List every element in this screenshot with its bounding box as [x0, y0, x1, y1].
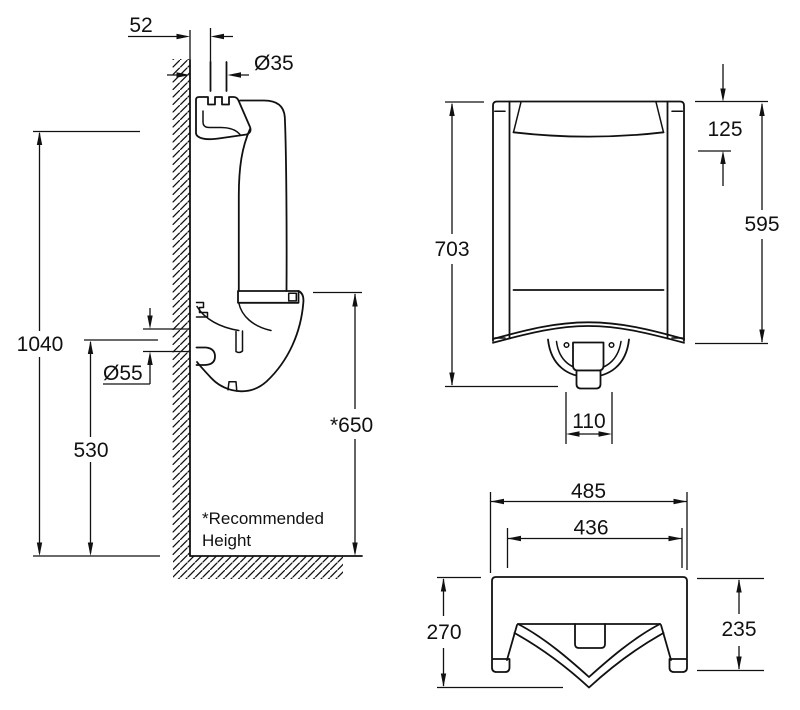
- dim-overall-width: 485: [489, 480, 688, 573]
- dim-outlet-height-label: 530: [73, 439, 108, 462]
- dim-outlet-diameter: Ø55: [103, 308, 188, 385]
- front-view: 703 125 595 110: [434, 64, 780, 444]
- note-line-1: *Recommended: [202, 509, 324, 528]
- dim-overall-depth: 270: [426, 576, 563, 689]
- plan-foot-left: [491, 658, 511, 673]
- dim-overall-height-label: 1040: [17, 333, 64, 356]
- body-inner-wall: [237, 128, 251, 292]
- front-side-panels: [508, 100, 669, 340]
- plan-drain-square: [574, 623, 606, 649]
- front-rim-curve: [512, 131, 665, 138]
- outlet-opening: [195, 346, 216, 366]
- bowl-inner-curve-front: [238, 302, 272, 332]
- dim-outlet-width: 110: [565, 392, 613, 444]
- dim-side-depth-label: 235: [721, 618, 756, 641]
- dim-wall-offset-label: 52: [129, 14, 152, 37]
- dim-inner-width-label: 436: [573, 517, 608, 540]
- dim-side-height-label: 595: [744, 213, 779, 236]
- drain-slot: [235, 330, 244, 354]
- dim-front-height-label: 703: [434, 238, 469, 261]
- wall-hatch: [172, 59, 190, 556]
- front-side-dashes: [494, 110, 684, 339]
- front-top-bevels: [512, 101, 665, 134]
- front-outer-outline: [492, 100, 685, 342]
- plan-outer-outline: [491, 576, 688, 659]
- dim-overall-width-label: 485: [571, 480, 606, 503]
- trap-screw-left: [563, 341, 570, 349]
- dim-inlet-diameter-label: Ø35: [254, 52, 294, 75]
- dim-front-height: 703: [434, 101, 558, 388]
- trap-screw-right: [608, 341, 615, 349]
- outlet-stub-lower: [575, 369, 602, 390]
- dim-top-inset: 125: [695, 64, 768, 186]
- front-skirt-curve-outer: [492, 325, 685, 344]
- spreader-channel: [202, 110, 241, 136]
- dim-top-inset-label: 125: [707, 118, 742, 141]
- dim-rim-height-label: *650: [330, 414, 373, 437]
- bowl-bottom-notch: [227, 381, 238, 392]
- dim-outlet-height: 530: [73, 339, 158, 556]
- outlet-stub-upper: [572, 341, 605, 372]
- dim-outlet-diameter-label: Ø55: [103, 362, 143, 385]
- dim-inlet-diameter: Ø35: [167, 52, 294, 78]
- note-line-2: Height: [202, 531, 251, 550]
- dim-side-depth: 235: [697, 577, 764, 672]
- dim-side-height: 595: [695, 102, 780, 345]
- urinal-plan-outline: [491, 576, 688, 689]
- dim-wall-offset: 52: [128, 14, 233, 62]
- plan-foot-right: [668, 658, 688, 673]
- front-skirt-curve-inner: [492, 321, 685, 340]
- side-view: 52 Ø35 1040 530 Ø55: [17, 14, 373, 579]
- dim-overall-height: 1040: [17, 130, 160, 557]
- plan-v-curve-inner: [517, 623, 661, 678]
- bowl-outer-profile: [196, 290, 305, 393]
- urinal-front-outline: [492, 100, 685, 390]
- urinal-side-profile: [195, 61, 305, 393]
- spreader-housing: [195, 96, 252, 141]
- plan-taper-walls: [506, 624, 672, 661]
- dim-inner-width: 436: [506, 517, 683, 568]
- plan-v-curve-outer: [513, 632, 665, 689]
- body-front-face: [239, 99, 288, 292]
- rim-section-square: [287, 292, 298, 302]
- plan-view: 485 436 270 235: [426, 480, 764, 689]
- dim-overall-depth-label: 270: [426, 621, 461, 644]
- rim-section-bar: [237, 290, 300, 304]
- dim-rim-height: *650: [313, 291, 373, 556]
- floor-hatch: [173, 556, 343, 579]
- inlet-pipe-lines: [209, 61, 228, 92]
- mount-bracket: [195, 301, 209, 318]
- bowl-inner-curve-back: [196, 305, 240, 332]
- dim-outlet-width-label: 110: [572, 410, 605, 433]
